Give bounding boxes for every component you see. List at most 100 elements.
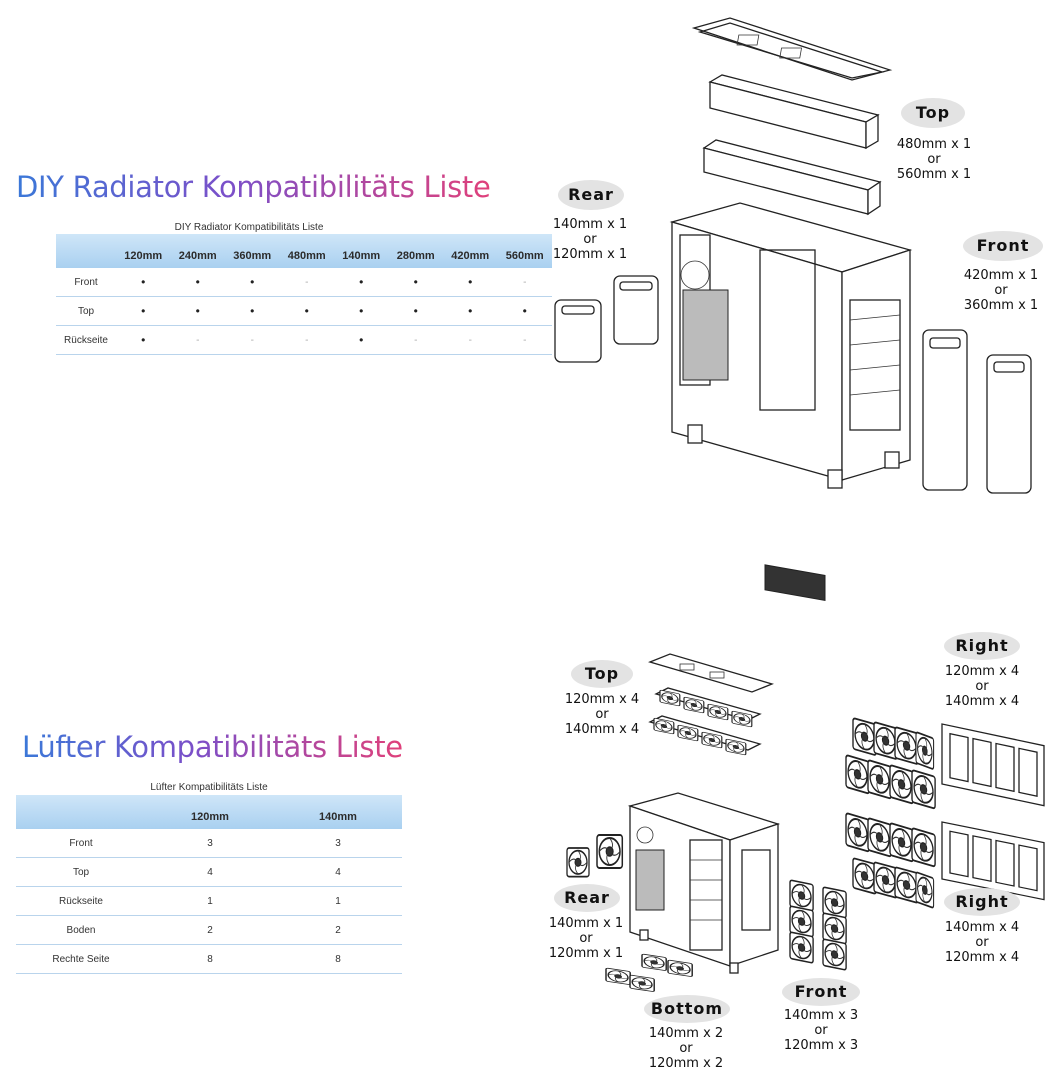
table-cell: • — [116, 268, 171, 297]
radiator-col-header: 420mm — [443, 234, 498, 268]
spec-line: 140mm x 4 — [564, 722, 640, 737]
fans-col-header: 140mm — [274, 795, 402, 829]
spec-line: 140mm x 4 — [944, 694, 1020, 709]
spec-line: 120mm x 4 — [944, 950, 1020, 965]
rear-radiator-120 — [613, 275, 659, 345]
table-cell: • — [170, 296, 225, 326]
row-label: Top — [56, 296, 116, 326]
spec-line: 480mm x 1 — [896, 137, 972, 152]
fans-table-caption: Lüfter Kompatibilitäts Liste — [150, 782, 268, 793]
right-fans-lower — [845, 812, 937, 868]
table-row: Boden 2 2 — [16, 915, 402, 945]
fans-heading: Lüfter Kompatibilitäts Liste — [22, 730, 403, 764]
spec-line: 120mm x 4 — [944, 664, 1020, 679]
table-cell: • — [334, 268, 389, 297]
rear-fans — [566, 834, 624, 878]
spec-line: 120mm x 4 — [564, 692, 640, 707]
radiator-col-header: 140mm — [334, 234, 389, 268]
front-fans — [789, 879, 847, 971]
fans-col-header: 120mm — [146, 795, 274, 829]
table-cell: • — [388, 296, 443, 326]
spec-line: 140mm x 4 — [944, 920, 1020, 935]
spec-line: 140mm x 1 — [552, 217, 628, 232]
row-label: Front — [56, 268, 116, 297]
spec-line: or — [927, 152, 941, 167]
radiator-rear-pill: Rear — [558, 180, 624, 210]
top-radiator-upper — [708, 74, 880, 150]
table-cell: • — [225, 268, 280, 297]
radiator-corner-cell — [56, 234, 116, 268]
fans-bottom-pill: Bottom — [644, 995, 730, 1023]
case-body — [669, 202, 913, 602]
radiator-heading: DIY Radiator Kompatibilitäts Liste — [16, 170, 491, 204]
right-fans-lower-2 — [852, 857, 935, 909]
fans-right-upper-spec: 120mm x 4 or 140mm x 4 — [932, 664, 1032, 709]
fans-front-spec: 140mm x 3 or 120mm x 3 — [771, 1008, 871, 1053]
radiator-front-spec: 420mm x 1 or 360mm x 1 — [951, 268, 1051, 313]
table-cell: 8 — [146, 944, 274, 974]
table-row: Top • • • • • • • • — [56, 296, 552, 326]
radiator-col-header: 360mm — [225, 234, 280, 268]
table-row: Rückseite 1 1 — [16, 886, 402, 916]
table-row: Front • • • - • • • - — [56, 268, 552, 297]
row-label: Rechte Seite — [16, 944, 146, 974]
rear-radiator-140 — [554, 299, 602, 363]
row-label: Rückseite — [16, 886, 146, 916]
table-cell: • — [279, 296, 334, 326]
radiator-table-caption: DIY Radiator Kompatibilitäts Liste — [174, 222, 324, 233]
spec-line: 140mm x 3 — [783, 1008, 859, 1023]
table-cell: - — [443, 325, 498, 355]
table-cell: 3 — [274, 829, 402, 858]
table-row: Rückseite • - - - • - - - — [56, 325, 552, 355]
radiator-col-header: 560mm — [497, 234, 552, 268]
fans-front-pill: Front — [782, 978, 860, 1006]
row-label: Front — [16, 829, 146, 858]
spec-line: 420mm x 1 — [963, 268, 1039, 283]
right-fan-bracket-upper — [941, 723, 1045, 807]
table-cell: • — [170, 268, 225, 297]
spec-line: 560mm x 1 — [896, 167, 972, 182]
table-cell: 2 — [274, 915, 402, 945]
fans-rear-pill: Rear — [554, 884, 620, 912]
radiator-front-pill: Front — [963, 231, 1043, 261]
top-cover-plate — [691, 17, 893, 81]
table-cell: 8 — [274, 944, 402, 974]
table-cell: • — [388, 268, 443, 297]
radiator-top-spec: 480mm x 1 or 560mm x 1 — [884, 137, 984, 182]
fans-top-pill: Top — [571, 660, 633, 688]
table-cell: 4 — [146, 857, 274, 887]
top-fans-row-2 — [648, 715, 762, 756]
spec-line: 120mm x 1 — [552, 247, 628, 262]
table-cell: • — [497, 296, 552, 326]
fans-corner-cell — [16, 795, 146, 829]
front-radiator-360 — [986, 354, 1032, 494]
table-cell: 4 — [274, 857, 402, 887]
radiator-rear-spec: 140mm x 1 or 120mm x 1 — [540, 217, 640, 262]
table-cell: 1 — [146, 886, 274, 916]
table-cell: • — [443, 296, 498, 326]
fans-table-header: 120mm 140mm — [16, 795, 402, 829]
radiator-col-header: 120mm — [116, 234, 171, 268]
radiator-col-header: 480mm — [279, 234, 334, 268]
spec-line: 140mm x 1 — [548, 916, 624, 931]
front-radiator-420 — [922, 329, 968, 491]
fans-right-upper-pill: Right — [944, 632, 1020, 660]
radiator-case-diagram — [554, 17, 1032, 602]
fans-bottom-spec: 140mm x 2 or 120mm x 2 — [636, 1026, 736, 1071]
top-fan-plate — [648, 653, 774, 693]
spec-line: or — [579, 931, 593, 946]
spec-line: or — [814, 1023, 828, 1038]
table-cell: • — [334, 296, 389, 326]
top-radiator-lower — [702, 139, 882, 216]
table-row: Rechte Seite 8 8 — [16, 944, 402, 974]
fans-top-spec: 120mm x 4 or 140mm x 4 — [552, 692, 652, 737]
radiator-col-header: 280mm — [388, 234, 443, 268]
table-row: Top 4 4 — [16, 857, 402, 887]
table-cell: 1 — [274, 886, 402, 916]
spec-line: 120mm x 1 — [548, 946, 624, 961]
table-cell: - — [170, 325, 225, 355]
spec-line: or — [595, 707, 609, 722]
fans-right-lower-pill: Right — [944, 888, 1020, 916]
spec-line: or — [975, 935, 989, 950]
